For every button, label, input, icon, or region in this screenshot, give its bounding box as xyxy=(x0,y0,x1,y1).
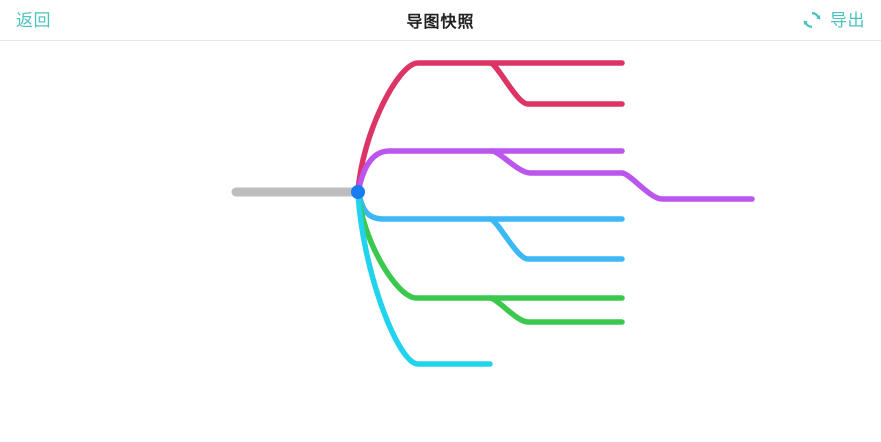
branch-layer xyxy=(355,60,755,367)
export-button[interactable]: 导出 xyxy=(801,9,865,31)
branch-green-level1[interactable] xyxy=(355,189,625,301)
root-node[interactable] xyxy=(351,185,365,199)
header-right-group: 导出 xyxy=(769,9,865,31)
branch-blue-level1[interactable] xyxy=(355,189,625,222)
page-title: 导图快照 xyxy=(406,14,475,31)
export-label: 导出 xyxy=(830,10,865,30)
app-header: 返回 导图快照 导出 xyxy=(0,0,881,41)
back-button[interactable]: 返回 xyxy=(16,10,51,30)
branch-purple-level2-0[interactable] xyxy=(489,148,625,176)
branch-cyan-level1[interactable] xyxy=(355,189,493,367)
sync-refresh-icon xyxy=(801,9,823,31)
node-layer xyxy=(351,185,365,199)
branch-pink-level1[interactable] xyxy=(355,60,625,195)
branch-blue-level2-0[interactable] xyxy=(487,216,625,262)
mindmap-graph xyxy=(231,60,755,367)
branch-pink-level2-0[interactable] xyxy=(487,60,625,107)
branch-green-level2-0[interactable] xyxy=(487,295,625,325)
mindmap-canvas[interactable] xyxy=(0,41,881,442)
branch-purple-level3-0[interactable] xyxy=(619,170,755,202)
header-left-group: 返回 xyxy=(16,12,112,29)
